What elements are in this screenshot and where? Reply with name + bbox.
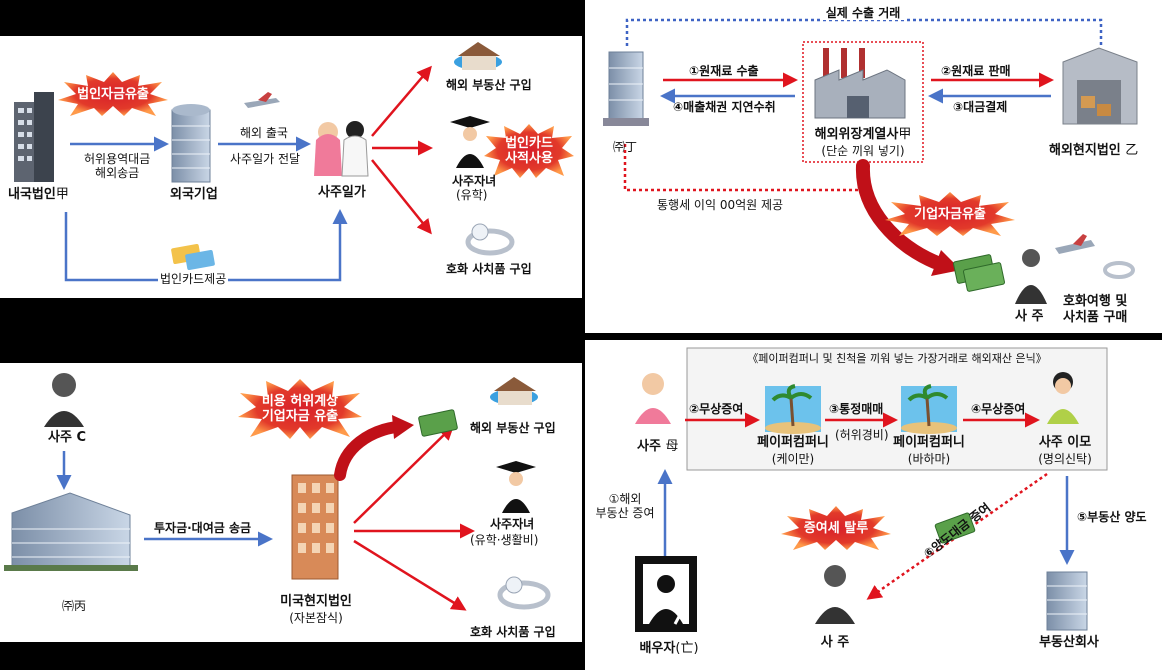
house-icon	[454, 42, 502, 70]
owner-label: 사 주	[1015, 309, 1044, 324]
overseas-realty-label: 해외 부동산 구입	[470, 421, 556, 435]
luxury-label: 호화 사치품 구입	[470, 625, 556, 639]
money-icon	[953, 254, 1005, 292]
burst-gift-tax-evasion: 증여세 탈루	[781, 506, 891, 550]
panel-pass-through-trade: 실제 수출 거래 ①원재료 수출 ④매출채권 지연수취 ②원재료 판매 ③대금결…	[585, 0, 1162, 333]
bahamas-sub-label: (바하마)	[907, 452, 951, 466]
arrow-family-to-realty	[371, 65, 432, 137]
realty-company-label: 부동산회사	[1039, 635, 1099, 650]
burst-fund-outflow: 법인자금유출	[58, 72, 168, 116]
ring-icon	[465, 223, 515, 256]
aunt-label: 사주 이모	[1038, 435, 1092, 450]
paper-cayman-label: 페이퍼컴퍼니	[757, 435, 829, 450]
credit-card-icon	[171, 244, 215, 270]
spouse-portrait-icon	[635, 556, 697, 632]
trade3-sub-label: (허위경비)	[835, 428, 889, 442]
domestic-corp-building-icon	[14, 92, 54, 182]
transfer5-label: ⑤부동산 양도	[1077, 510, 1147, 524]
luxury-label: 호화 사치품 구입	[446, 262, 532, 276]
palm-island-cayman-icon	[765, 384, 821, 434]
child-sub-label: (유학)	[456, 188, 488, 202]
affiliate-sub-label: (단순 끼워 넣기)	[821, 144, 905, 158]
burst-corp-fund-outflow: 기업자금유출	[885, 192, 1015, 236]
panel-paper-company-hidden-assets: 《페이퍼컴퍼니 및 친척을 끼워 넣는 가장거래로 해외재산 은닉》 사주 母 …	[585, 340, 1162, 670]
owner-icon	[1015, 249, 1047, 304]
step2-label: ②원재료 판매	[941, 64, 1011, 78]
child-label: 사주자녀	[490, 517, 535, 531]
gift4-label: ④무상증여	[971, 402, 1026, 416]
graduate-icon	[496, 461, 536, 513]
foreign-company-label: 외국기업	[170, 187, 218, 202]
fake-service-label: 허위용역대금 해외송금	[84, 152, 151, 180]
travel-label: 호화여행 및 사치품 구매	[1063, 294, 1128, 325]
company-byeong-label: ㈜丙	[62, 599, 87, 613]
foreign-company-building-icon	[171, 104, 211, 183]
panel-domestic-corp-fund-outflow: 법인자금유출 법인카드 사적사용 내국법인甲 허위용역대금 해외송금 외국기업 …	[0, 36, 582, 298]
us-corp-building-icon	[291, 474, 339, 580]
house-icon	[490, 377, 538, 405]
arrow-us-to-luxury	[353, 539, 467, 611]
realty-company-building-icon	[1046, 571, 1088, 631]
owner-c-icon	[44, 373, 84, 427]
aunt-sub-label: (명의신탁)	[1038, 452, 1092, 466]
curved-outflow-arrow	[855, 159, 942, 269]
curved-outflow-arrow	[334, 421, 402, 481]
investment-label: 투자금·대여금 송금	[154, 521, 252, 535]
owner-label: 사 주	[820, 635, 850, 650]
card-provided-label: 법인카드제공	[158, 272, 229, 286]
us-corp-label: 미국현지법인	[280, 594, 352, 609]
company-ding-building-icon	[603, 51, 649, 126]
step3-label: ③대금결제	[953, 100, 1008, 114]
airplane-icon	[1055, 234, 1095, 254]
trade3-label: ③통정매매	[829, 402, 884, 416]
company-ding-label: ㈜丁	[613, 140, 638, 154]
owner-c-label: 사주 C	[48, 430, 86, 445]
owner-mother-icon	[635, 373, 671, 424]
paper-bahamas-label: 페이퍼컴퍼니	[893, 435, 965, 450]
arrow-card-provided	[64, 209, 348, 282]
ring-icon	[497, 576, 551, 610]
aunt-icon	[1047, 372, 1079, 424]
local-corp-label: 해외현지법인 乙	[1049, 143, 1139, 158]
gift2-label: ②무상증여	[689, 402, 744, 416]
owner-family-icon	[314, 121, 369, 177]
owner-mother-label: 사주 母	[637, 439, 679, 454]
airplane-icon	[244, 92, 280, 108]
scheme-box-title: 《페이퍼컴퍼니 및 친척을 끼워 넣는 가장거래로 해외재산 은닉》	[747, 352, 1047, 365]
factory-icon	[814, 48, 906, 119]
owner-family-label: 사주일가	[318, 185, 366, 200]
domestic-corp-label: 내국법인甲	[8, 187, 69, 202]
deliver-label: 사주일가 전달	[230, 152, 301, 166]
us-corp-sub-label: (자본잠식)	[289, 611, 343, 625]
spouse-label: 배우자(亡)	[639, 641, 699, 656]
graduate-icon	[450, 116, 490, 168]
overseas-realty-label: 해외 부동산 구입	[446, 78, 532, 92]
panel-us-local-corp: 사주 C ㈜丙 투자금·대여금 송금 미국현지법인 (자본잠식) 비용 허위계상…	[0, 363, 582, 642]
actual-export-label: 실제 수출 거래	[821, 6, 905, 20]
scheme-box	[686, 347, 1108, 471]
arrow-family-to-luxury	[371, 159, 432, 235]
cayman-sub-label: (케이만)	[771, 452, 815, 466]
warehouse-icon	[1062, 47, 1138, 125]
money-icon	[934, 512, 976, 544]
pass-through-label: 통행세 이익 00억원 제공	[657, 198, 784, 212]
money-icon	[418, 409, 458, 437]
arrow-us-to-realty	[353, 424, 455, 524]
burst-card-private-use: 법인카드 사적사용	[484, 124, 574, 178]
dotted-actual-export-line	[625, 18, 1103, 46]
step1-label: ①원재료 수출	[689, 64, 759, 78]
affiliate-label: 해외위장계열사甲	[814, 127, 912, 142]
departure-label: 해외 출국	[240, 126, 288, 140]
ring-icon	[1103, 261, 1135, 279]
gift1-label: ①해외 부동산 증여	[595, 492, 655, 520]
step4-label: ④매출채권 지연수취	[673, 100, 776, 114]
owner-icon	[815, 565, 855, 624]
company-byeong-building-icon	[4, 492, 138, 571]
burst-false-expense: 비용 허위계상 기업자금 유출	[238, 379, 362, 439]
child-label: 사주자녀	[452, 174, 497, 188]
palm-island-bahamas-icon	[901, 384, 957, 434]
child-sub-label: (유학·생활비)	[470, 533, 539, 547]
